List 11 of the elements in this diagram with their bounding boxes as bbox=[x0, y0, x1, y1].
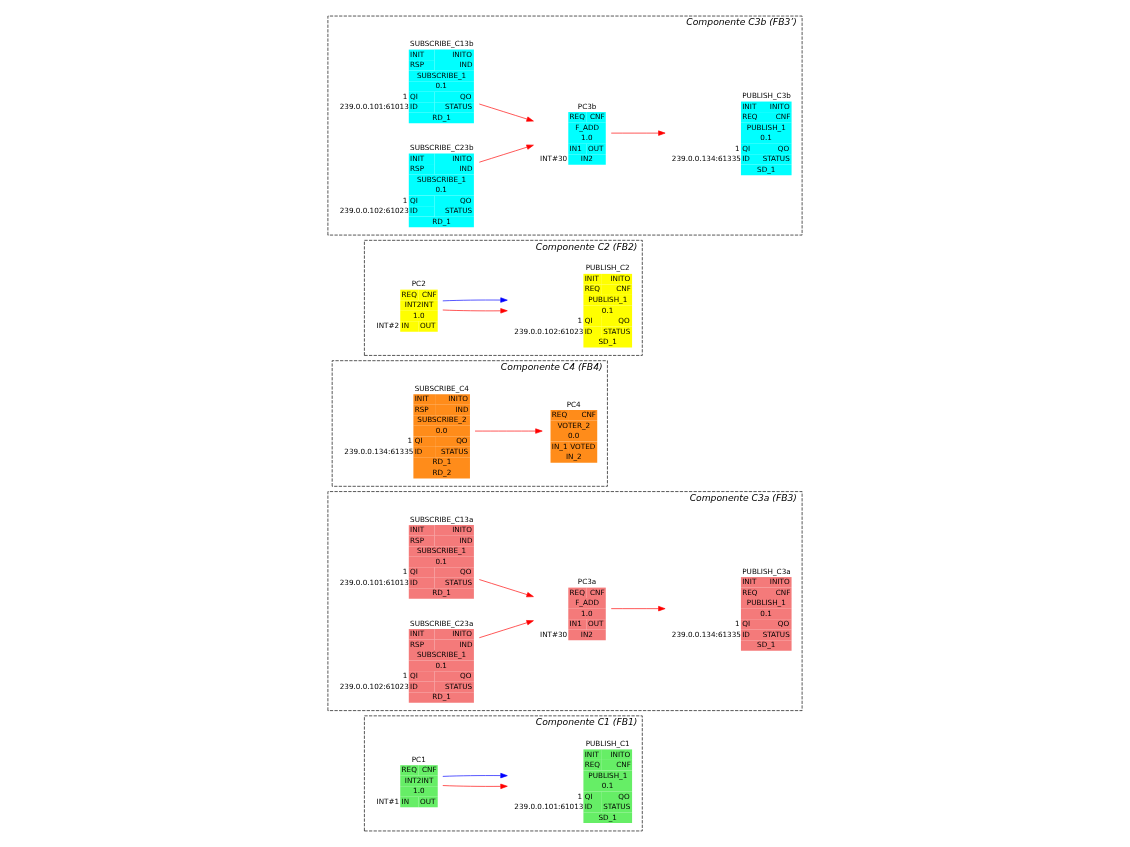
arrow bbox=[479, 144, 534, 163]
arrow bbox=[442, 308, 508, 314]
arrow bbox=[474, 428, 543, 434]
arrow bbox=[479, 579, 534, 598]
arrow bbox=[442, 297, 508, 303]
arrow bbox=[610, 130, 666, 136]
arrow bbox=[479, 103, 534, 122]
arrow bbox=[442, 783, 508, 789]
arrow bbox=[442, 772, 508, 779]
arrow bbox=[479, 620, 534, 639]
arrow bbox=[610, 606, 666, 612]
